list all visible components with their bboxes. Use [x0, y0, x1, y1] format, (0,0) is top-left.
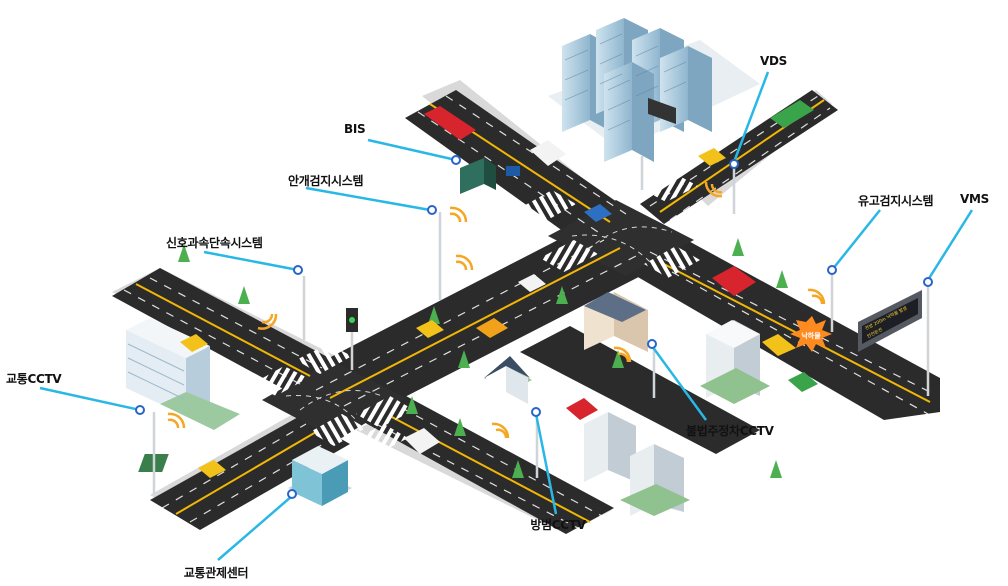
vehicles: [180, 100, 818, 478]
device-poles: [152, 156, 930, 494]
bus-stop-shelter: [460, 158, 520, 194]
ambulance-bottom: [404, 428, 440, 454]
label-crime-prevention-cctv: 방범CCTV: [530, 518, 586, 532]
control-center-building: [138, 446, 352, 506]
warning-label: 낙하물: [801, 331, 821, 340]
label-vds: VDS: [760, 54, 787, 68]
taxi-main-2: [476, 318, 508, 338]
taxi-bottom: [198, 460, 226, 478]
taxi-vds: [698, 148, 726, 166]
building-bottom: [584, 412, 690, 516]
callout-lines: [39, 71, 974, 561]
taxi-right: [762, 334, 796, 356]
building-right: [700, 320, 770, 404]
trees: [178, 238, 788, 478]
red-truck: [712, 266, 756, 296]
taxi-main-1: [416, 320, 444, 338]
green-bus: [770, 100, 814, 128]
ambulance-top: [530, 140, 566, 166]
road-network: [112, 80, 940, 534]
label-bis: BIS: [344, 122, 366, 136]
classic-building: [584, 292, 648, 352]
label-illegal-parking-cctv: 불법주정차CCTV: [686, 424, 774, 438]
blue-car: [584, 204, 612, 222]
house: [484, 356, 532, 404]
taxi-left: [180, 334, 208, 352]
label-traffic-control-center: 교통관제센터: [183, 566, 249, 580]
label-signal-speed-enforcement: 신호과속단속시스템: [166, 236, 263, 250]
callout-markers: [135, 155, 933, 499]
office-building-left: [126, 318, 240, 430]
falling-object-warning: 낙하물: [790, 316, 832, 352]
green-car: [788, 372, 818, 392]
label-traffic-cctv: 교통CCTV: [6, 372, 62, 386]
police-car: [518, 274, 546, 292]
label-incident-detection: 유고검지시스템: [858, 194, 934, 208]
label-fog-detection: 안개검지시스템: [288, 174, 364, 188]
red-bus: [424, 106, 476, 140]
vms-board: 전방 200m 낙하물 발생 안전운전: [858, 290, 922, 352]
road-inner: [520, 326, 760, 454]
signal-waves: [167, 181, 826, 439]
road-south-west: [150, 416, 350, 530]
apartment-complex: [548, 18, 760, 162]
label-vms: VMS: [960, 192, 989, 206]
crosswalks: [252, 172, 700, 456]
red-car: [566, 398, 598, 420]
